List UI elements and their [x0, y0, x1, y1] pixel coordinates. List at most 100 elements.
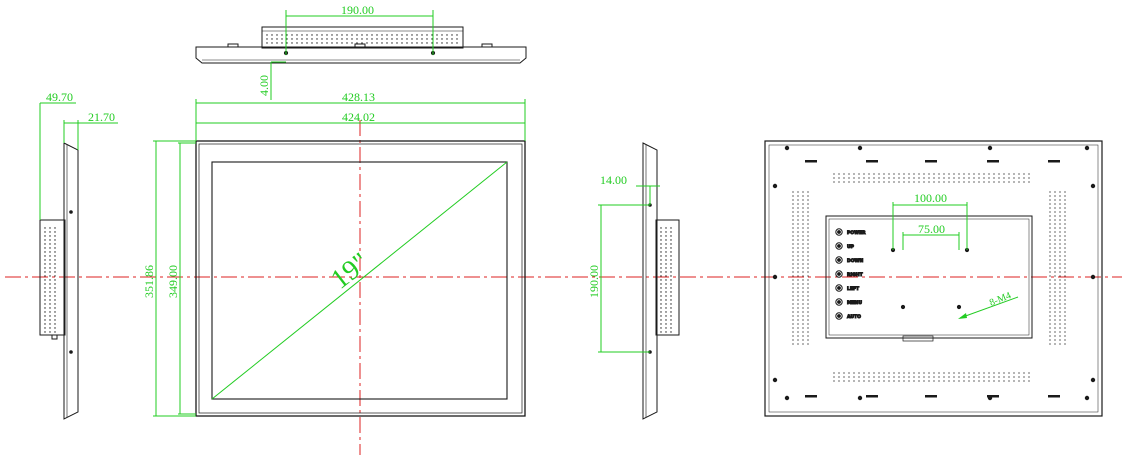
vent-hole [898, 181, 900, 183]
vent-hole [670, 247, 672, 249]
vent-hole [858, 372, 860, 374]
vent-hole [346, 42, 348, 44]
vent-hole [1023, 173, 1025, 175]
vent-hole [908, 380, 910, 382]
vent-hole [943, 177, 945, 179]
vent-hole [660, 235, 662, 237]
vent-hole [1064, 343, 1066, 345]
vent-hole [1059, 307, 1061, 309]
vent-hole [306, 34, 308, 36]
vent-hole [802, 223, 804, 225]
vent-hole [802, 255, 804, 257]
vent-hole [802, 231, 804, 233]
mount-slot [805, 395, 817, 398]
control-button: UP [835, 242, 855, 251]
vent-hole [316, 34, 318, 36]
vent-hole [1054, 287, 1056, 289]
vent-hole [863, 177, 865, 179]
vent-hole [396, 34, 398, 36]
vent-hole [1064, 207, 1066, 209]
vent-hole [44, 267, 46, 269]
vent-hole [1013, 380, 1015, 382]
label-side-front-depth: 21.70 [88, 110, 115, 124]
back-vent-holes [792, 173, 1066, 382]
vent-hole [321, 42, 323, 44]
vent-hole [665, 283, 667, 285]
vent-hole [802, 215, 804, 217]
vent-hole [797, 323, 799, 325]
vent-hole [948, 173, 950, 175]
vent-hole [54, 267, 56, 269]
vent-hole [983, 380, 985, 382]
vent-hole [958, 181, 960, 183]
vent-hole [968, 181, 970, 183]
vent-hole [1059, 311, 1061, 313]
vent-hole [670, 319, 672, 321]
vent-hole [878, 376, 880, 378]
label-top-mount-spacing: 190.00 [341, 3, 374, 17]
vent-hole [1003, 177, 1005, 179]
vent-hole [276, 42, 278, 44]
vent-hole [923, 173, 925, 175]
vent-hole [54, 279, 56, 281]
vent-hole [953, 181, 955, 183]
vent-hole [421, 42, 423, 44]
vent-hole [1059, 299, 1061, 301]
vent-hole [848, 372, 850, 374]
vent-hole [391, 42, 393, 44]
vent-hole [802, 307, 804, 309]
vent-hole [416, 38, 418, 40]
vent-hole [993, 173, 995, 175]
vent-hole [1049, 331, 1051, 333]
vent-hole [366, 38, 368, 40]
vent-hole [863, 372, 865, 374]
vent-hole [49, 255, 51, 257]
vent-hole [878, 177, 880, 179]
vent-hole [918, 181, 920, 183]
vent-hole [1059, 263, 1061, 265]
vent-hole [1008, 376, 1010, 378]
vent-hole [978, 376, 980, 378]
vent-hole [873, 372, 875, 374]
vent-hole [943, 181, 945, 183]
vent-hole [1054, 231, 1056, 233]
vent-hole [1049, 215, 1051, 217]
vent-hole [441, 38, 443, 40]
vent-hole [1064, 291, 1066, 293]
vent-hole [1059, 207, 1061, 209]
vent-hole [1054, 263, 1056, 265]
vent-hole [1064, 339, 1066, 341]
vent-hole [44, 287, 46, 289]
vent-hole [1028, 376, 1030, 378]
vent-hole [802, 247, 804, 249]
vent-hole [296, 34, 298, 36]
vent-hole [54, 239, 56, 241]
vent-hole [1049, 195, 1051, 197]
vent-hole [802, 287, 804, 289]
vent-hole [1059, 283, 1061, 285]
vent-hole [878, 181, 880, 183]
vent-hole [49, 247, 51, 249]
vent-hole [938, 177, 940, 179]
vent-hole [868, 177, 870, 179]
vent-hole [923, 177, 925, 179]
vent-hole [431, 42, 433, 44]
vent-hole [938, 372, 940, 374]
top-view-bezel [195, 46, 527, 64]
vent-hole [665, 251, 667, 253]
vent-hole [807, 311, 809, 313]
vent-hole [54, 235, 56, 237]
vent-hole [1064, 239, 1066, 241]
vent-hole [802, 263, 804, 265]
vent-hole [797, 311, 799, 313]
vent-hole [1049, 259, 1051, 261]
vent-hole [802, 295, 804, 297]
vent-hole [306, 42, 308, 44]
vent-hole [1049, 219, 1051, 221]
vent-hole [933, 380, 935, 382]
left-side-view [39, 142, 79, 420]
vent-hole [660, 311, 662, 313]
vent-hole [54, 303, 56, 305]
vent-hole [797, 275, 799, 277]
